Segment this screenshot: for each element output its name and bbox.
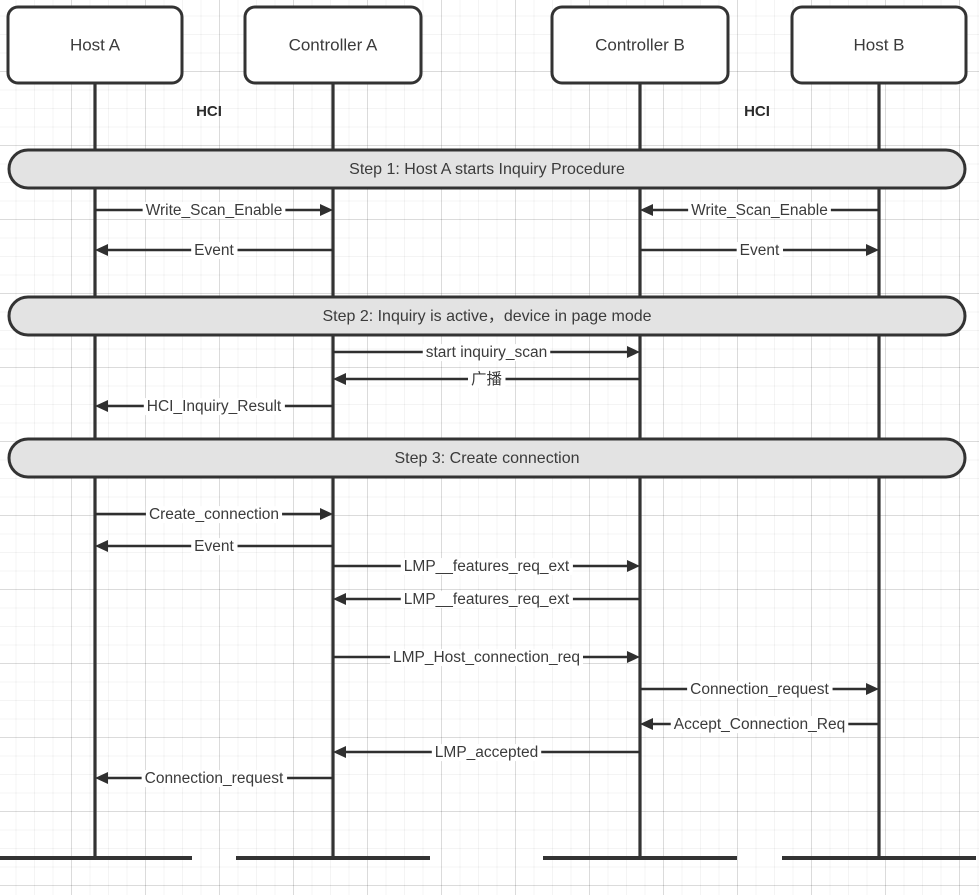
arrow-head-icon [333, 373, 346, 385]
arrow-head-icon [627, 346, 640, 358]
arrow-head-icon [640, 718, 653, 730]
message-label: 广播 [471, 370, 503, 388]
message-label: LMP_accepted [435, 744, 538, 761]
message-m8: Create_connection [95, 506, 333, 524]
banner-step-3: Step 3: Create connection [7, 437, 967, 479]
banner-label: Step 1: Host A starts Inquiry Procedure [349, 161, 625, 178]
message-label: Write_Scan_Enable [146, 202, 283, 219]
interface-label-hci-left: HCI [196, 103, 222, 120]
message-label: LMP_Host_connection_req [393, 649, 580, 666]
actor-label: Host A [70, 35, 121, 54]
actor-controller-a[interactable]: Controller A [243, 5, 423, 85]
message-label: LMP__features_req_ext [404, 591, 570, 608]
message-label: Connection_request [690, 681, 829, 698]
interface-labels-group: HCI HCI [196, 103, 770, 120]
arrow-head-icon [333, 593, 346, 605]
message-m4: Event [640, 242, 879, 260]
actor-host-b[interactable]: Host B [790, 5, 968, 85]
arrow-head-icon [320, 204, 333, 216]
message-label: Event [740, 242, 780, 259]
arrow-head-icon [95, 244, 108, 256]
message-label: Event [194, 242, 234, 259]
arrow-head-icon [866, 683, 879, 695]
message-label: HCI_Inquiry_Result [147, 398, 282, 415]
message-label: start inquiry_scan [426, 344, 547, 361]
message-m16: Connection_request [95, 770, 333, 788]
banner-step-1: Step 1: Host A starts Inquiry Procedure [7, 148, 967, 190]
message-m5: start inquiry_scan [333, 344, 640, 362]
message-m3: Write_Scan_Enable [640, 202, 879, 220]
message-m9: Event [95, 538, 333, 556]
actor-boxes-group: Host A Controller A Controller B Host B [6, 5, 968, 85]
actor-label: Host B [853, 35, 904, 54]
message-m12: LMP_Host_connection_req [333, 649, 640, 667]
message-label: Write_Scan_Enable [691, 202, 828, 219]
actor-host-a[interactable]: Host A [6, 5, 184, 85]
arrow-head-icon [627, 560, 640, 572]
message-m7: HCI_Inquiry_Result [95, 398, 333, 416]
arrow-head-icon [640, 204, 653, 216]
arrow-head-icon [333, 746, 346, 758]
message-label: LMP__features_req_ext [404, 558, 570, 575]
message-m1: Write_Scan_Enable [95, 202, 333, 220]
actor-label: Controller B [595, 35, 685, 54]
message-m13: Connection_request [640, 681, 879, 699]
actor-label: Controller A [289, 35, 378, 54]
arrow-head-icon [95, 772, 108, 784]
message-m14: Accept_Connection_Req [640, 716, 879, 734]
arrow-head-icon [866, 244, 879, 256]
message-m15: LMP_accepted [333, 744, 640, 762]
banner-label: Step 2: Inquiry is active，device in page… [322, 308, 651, 325]
arrow-head-icon [627, 651, 640, 663]
message-label: Accept_Connection_Req [674, 716, 845, 733]
message-m10: LMP__features_req_ext [333, 558, 640, 576]
arrow-head-icon [95, 400, 108, 412]
arrow-head-icon [95, 540, 108, 552]
interface-label-hci-right: HCI [744, 103, 770, 120]
message-m11: LMP__features_req_ext [333, 591, 640, 609]
message-label: Event [194, 538, 234, 555]
arrow-head-icon [320, 508, 333, 520]
step-banners-group: Step 1: Host A starts Inquiry ProcedureS… [7, 148, 967, 479]
message-m6: 广播 [333, 370, 640, 389]
actor-controller-b[interactable]: Controller B [550, 5, 730, 85]
message-m2: Event [95, 242, 333, 260]
message-label: Connection_request [145, 770, 284, 787]
banner-label: Step 3: Create connection [394, 450, 579, 467]
message-label: Create_connection [149, 506, 279, 523]
banner-step-2: Step 2: Inquiry is active，device in page… [7, 295, 967, 337]
